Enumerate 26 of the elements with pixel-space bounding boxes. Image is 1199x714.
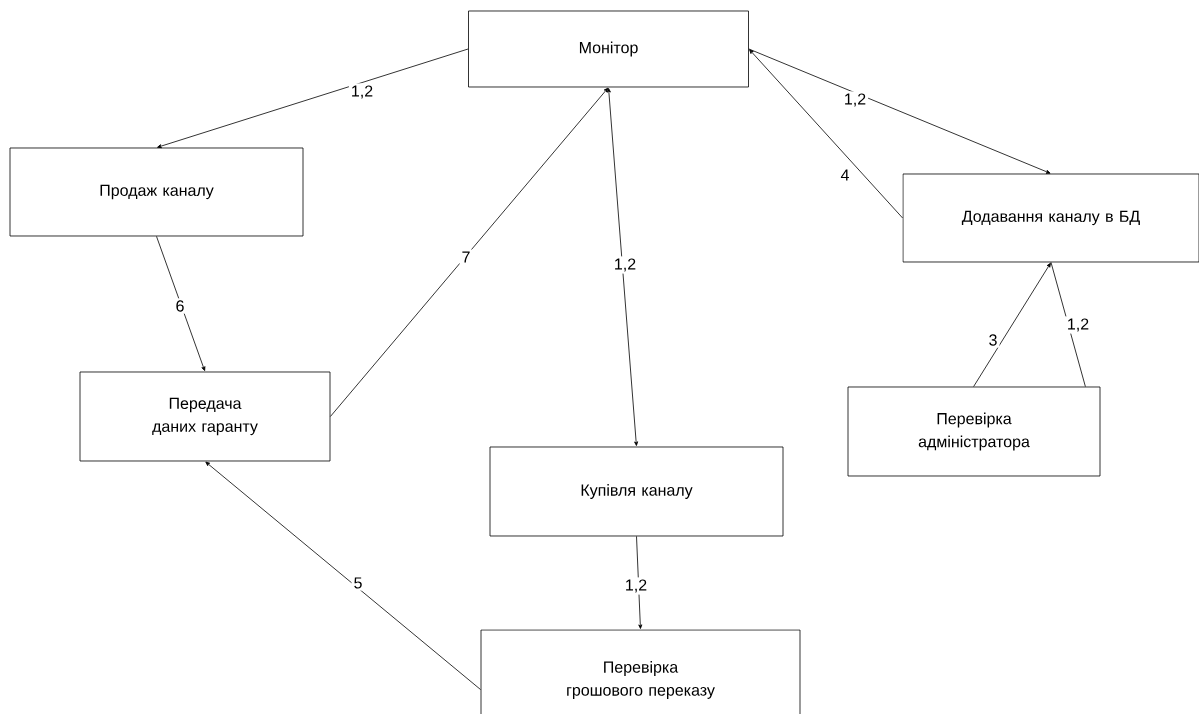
edge-label: 6: [173, 298, 187, 314]
edge-label: 1,2: [1064, 316, 1092, 334]
arrow: [636, 536, 643, 629]
arrow: [205, 461, 481, 690]
process-box: Монітор: [468, 10, 749, 88]
arrow: [749, 49, 903, 219]
process-box: Перевірка адміністратора: [847, 386, 1101, 477]
arrow: [157, 48, 469, 149]
edge-label: 1,2: [841, 91, 869, 109]
edge-label: 1,2: [348, 83, 376, 101]
process-box: Продаж каналу: [9, 147, 304, 237]
arrow: [156, 236, 206, 371]
arrow: [606, 88, 639, 446]
edge-label: 1,2: [622, 577, 650, 595]
edge-label: 3: [986, 332, 1000, 348]
process-box: Перевірка грошового переказу: [480, 629, 801, 714]
arrow: [330, 87, 609, 417]
edge-label: 7: [459, 249, 473, 265]
process-box: Передача даних гаранту: [79, 371, 331, 462]
arrow: [748, 48, 1051, 174]
edge-label: 5: [351, 575, 365, 591]
edge-label: 1,2: [611, 256, 639, 274]
process-box: Купівля каналу: [489, 446, 784, 537]
edge-label: 4: [838, 167, 852, 183]
process-box: Додавання каналу в БД: [902, 173, 1199, 263]
arrow: [973, 262, 1051, 387]
